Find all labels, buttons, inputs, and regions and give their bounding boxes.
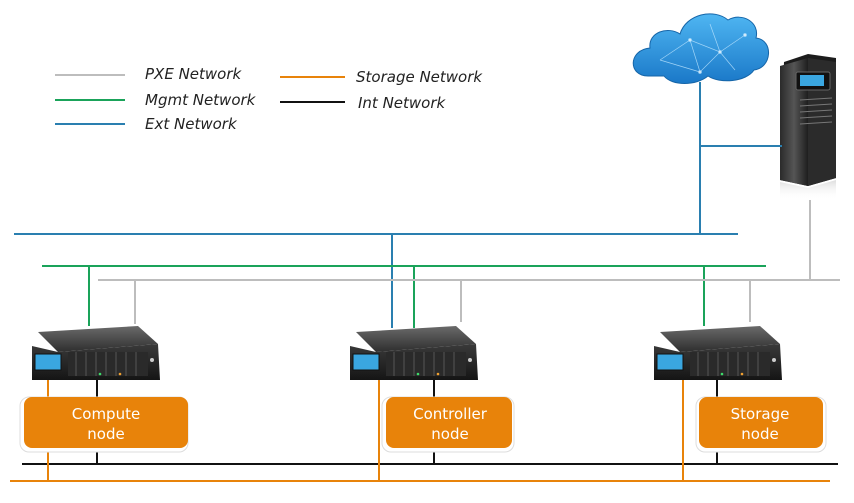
legend-ext-label: Ext Network (145, 115, 238, 133)
compute-node-label-line1: Compute (72, 405, 140, 423)
storage-node-box: Storage node (695, 396, 827, 453)
tower-server-icon (780, 54, 836, 200)
network-lines (10, 82, 840, 482)
cloud-icon (632, 13, 769, 84)
controller-node-box: Controller node (381, 396, 515, 453)
controller-node-label-line1: Controller (413, 405, 488, 423)
rack-server-icon (654, 326, 782, 380)
storage-node-label-line2: node (741, 425, 778, 443)
legend-int-label: Int Network (358, 94, 447, 112)
legend-pxe-label: PXE Network (145, 65, 243, 83)
legend: PXE Network Mgmt Network Ext Network Sto… (55, 65, 483, 133)
legend-mgmt-label: Mgmt Network (145, 91, 257, 109)
storage-node-label-line1: Storage (731, 405, 790, 423)
legend-storage-label: Storage Network (356, 68, 483, 86)
rack-server-icon (32, 326, 160, 380)
compute-node-label-line2: node (87, 425, 124, 443)
controller-node-label-line2: node (431, 425, 468, 443)
compute-node-box: Compute node (19, 396, 189, 453)
rack-server-icon (350, 326, 478, 380)
